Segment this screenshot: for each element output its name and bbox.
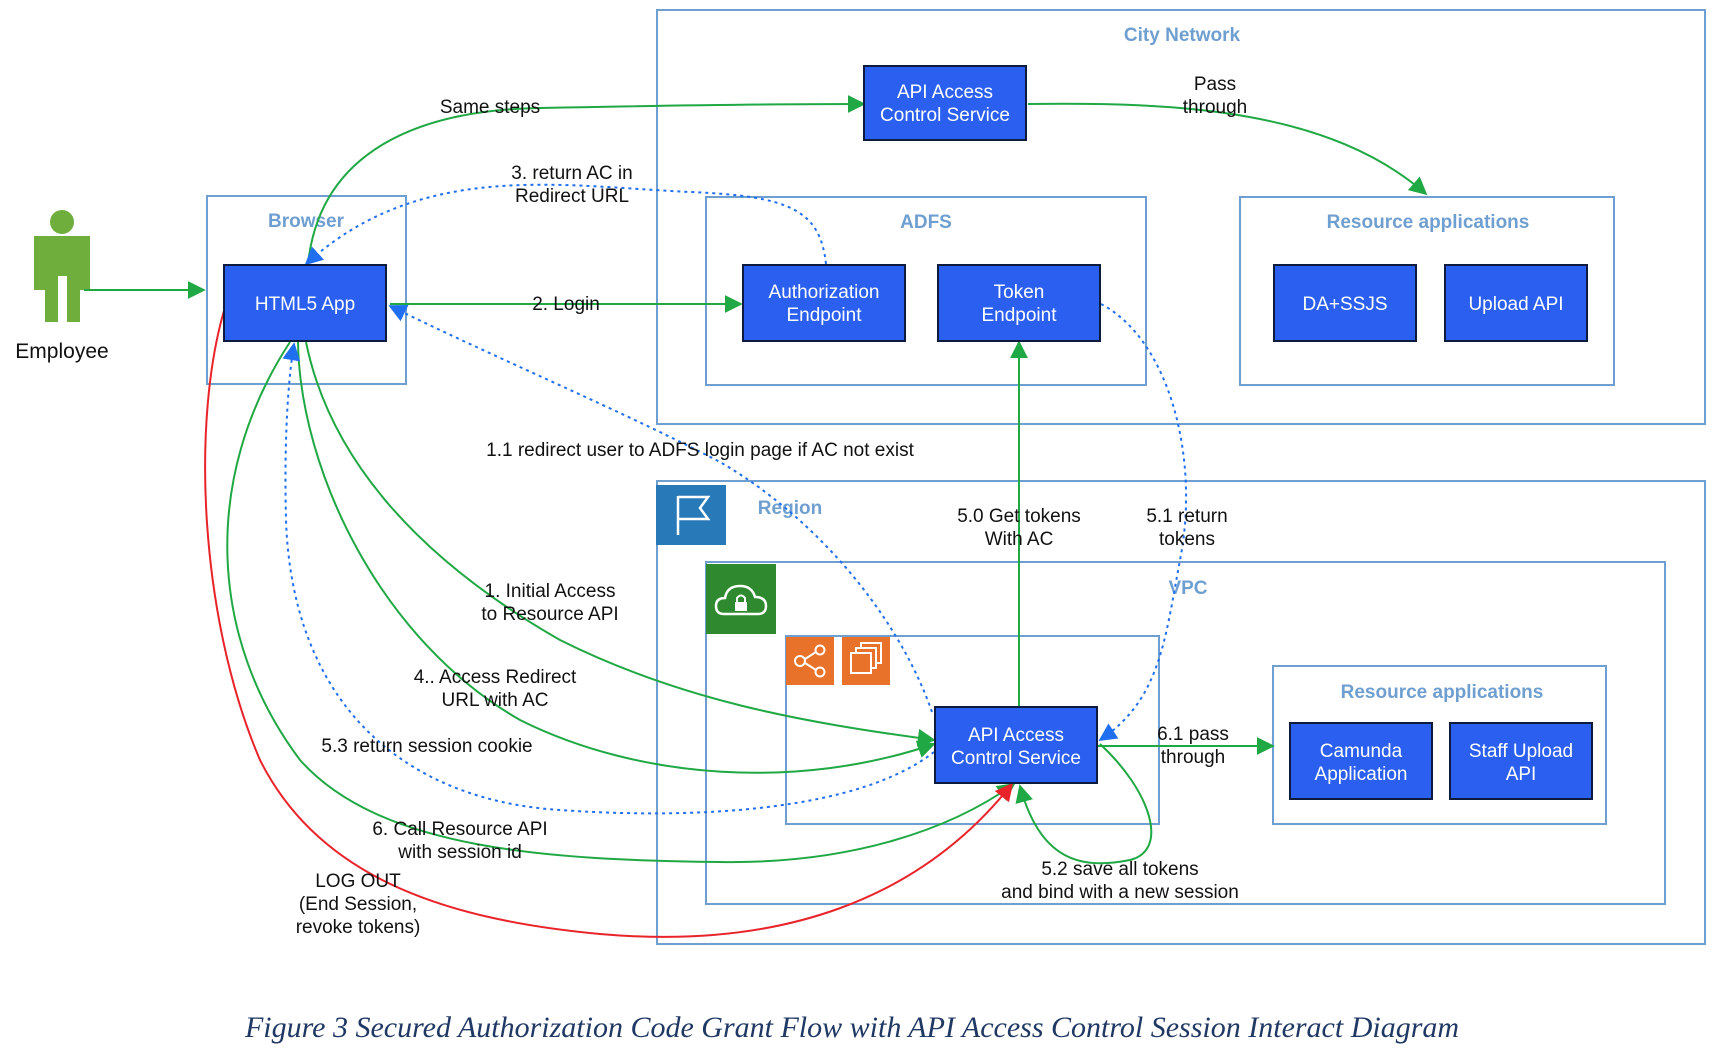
edge-label-same-steps: Same steps: [440, 97, 540, 118]
node-label: API: [1506, 764, 1537, 785]
edge-label-logout: LOG OUT (End Session, revoke tokens): [296, 871, 421, 938]
edge-return-tokens: [1098, 303, 1188, 741]
edge-label-get-tokens: 5.0 Get tokens With AC: [957, 506, 1081, 550]
share-network-icon: [786, 637, 834, 685]
edge-label-initial-access: 1. Initial Access to Resource API: [481, 581, 618, 625]
container-resource-apps-city: Resource applications: [1239, 196, 1615, 386]
edge-label-line: to Resource API: [481, 604, 618, 625]
edge-label-line: through: [1183, 97, 1247, 118]
edge-label-pass-through-61: 6.1 pass through: [1157, 724, 1229, 768]
edge-label-line: 5.2 save all tokens: [1041, 859, 1198, 880]
node-label: Upload API: [1468, 294, 1563, 315]
edge-label-line: Redirect URL: [515, 186, 629, 207]
edge-return-cookie: [282, 342, 935, 815]
edge-label-line: 5.0 Get tokens: [957, 506, 1081, 527]
edge-label-line: 1.1 redirect user to ADFS login page if …: [486, 440, 914, 461]
edge-label-line: (End Session,: [299, 894, 417, 915]
cloud-lock-icon: [706, 564, 776, 634]
edges: [84, 95, 1428, 938]
figure-caption: Figure 3 Secured Authorization Code Gran…: [244, 1011, 1459, 1044]
container-city-network: City Network: [656, 9, 1706, 425]
node-label: Authorization: [769, 282, 880, 303]
edge-access-redirect: [297, 341, 936, 774]
flag-icon: [656, 485, 726, 545]
node-label: DA+SSJS: [1302, 294, 1387, 315]
edge-label-login: 2. Login: [532, 294, 600, 315]
person-icon: [34, 210, 90, 322]
edge-label-line: 5.3 return session cookie: [321, 736, 532, 757]
node-authorization-endpoint[interactable]: Authorization Endpoint: [742, 264, 906, 342]
edge-label-line: With AC: [985, 529, 1054, 550]
container-vpc: VPC: [705, 561, 1666, 905]
edge-label-line: 1. Initial Access: [485, 581, 616, 602]
edge-label-call-resource: 6. Call Resource API with session id: [372, 819, 547, 863]
employee-label: Employee: [15, 340, 108, 363]
edge-label-line: 4.. Access Redirect: [414, 667, 577, 688]
edge-label-line: LOG OUT: [315, 871, 401, 892]
node-upload-api[interactable]: Upload API: [1444, 264, 1588, 342]
edge-label-line: Pass: [1194, 74, 1236, 95]
node-api-access-top[interactable]: API Access Control Service: [863, 65, 1027, 141]
container-title: Region: [758, 498, 822, 519]
container-title: VPC: [1168, 578, 1207, 599]
node-label: Control Service: [880, 105, 1010, 126]
edge-label-line: 5.1 return: [1146, 506, 1227, 527]
edge-label-line: through: [1161, 747, 1225, 768]
edge-label-return-cookie: 5.3 return session cookie: [321, 736, 532, 757]
node-label: Control Service: [951, 748, 1081, 769]
edge-label-line: tokens: [1159, 529, 1215, 550]
node-label: Token: [994, 282, 1045, 303]
node-label: API Access: [968, 725, 1064, 746]
edge-label-return-tokens: 5.1 return tokens: [1146, 506, 1227, 550]
container-title: Resource applications: [1327, 212, 1530, 233]
edge-label-line: 6. Call Resource API: [372, 819, 547, 840]
edge-logout: [204, 303, 1014, 938]
node-staff-upload[interactable]: Staff Upload API: [1449, 722, 1593, 800]
edge-labels: Same steps Pass through 3. return AC in …: [296, 74, 1248, 938]
edge-label-pass-through: Pass through: [1183, 74, 1247, 118]
container-title: City Network: [1124, 25, 1241, 46]
edge-label-line: with session id: [397, 842, 522, 863]
edge-label-line: and bind with a new session: [1001, 882, 1239, 903]
node-label: HTML5 App: [255, 294, 355, 315]
container-title: ADFS: [900, 212, 952, 233]
edge-label-line: 3. return AC in: [511, 163, 632, 184]
edge-initial-access: [305, 341, 936, 747]
container-browser: Browser: [206, 195, 407, 385]
edge-label-return-ac: 3. return AC in Redirect URL: [511, 163, 632, 207]
edge-label-redirect-user: 1.1 redirect user to ADFS login page if …: [486, 440, 914, 461]
container-title: Resource applications: [1341, 682, 1544, 703]
edge-pass-through: [1027, 102, 1428, 196]
edge-label-access-redirect: 4.. Access Redirect URL with AC: [414, 667, 577, 711]
node-label: Endpoint: [981, 305, 1057, 326]
node-token-endpoint[interactable]: Token Endpoint: [937, 264, 1101, 342]
edge-same-steps: [307, 95, 866, 265]
edge-label-line: Same steps: [440, 97, 540, 118]
edge-label-line: URL with AC: [442, 690, 549, 711]
node-label: Staff Upload: [1469, 741, 1573, 762]
container-title: Browser: [268, 211, 345, 232]
container-adfs: ADFS: [705, 196, 1147, 386]
edge-label-line: 2. Login: [532, 294, 600, 315]
node-html5-app[interactable]: HTML5 App: [223, 264, 387, 342]
edge-label-save-tokens: 5.2 save all tokens and bind with a new …: [1001, 859, 1239, 903]
edge-call-resource: [226, 341, 1016, 864]
edge-return-ac: [304, 183, 827, 266]
edge-label-line: revoke tokens): [296, 917, 421, 938]
node-api-access-vpc[interactable]: API Access Control Service: [934, 706, 1098, 784]
edge-label-line: 6.1 pass: [1157, 724, 1229, 745]
node-label: Application: [1315, 764, 1408, 785]
stacked-squares-icon: [842, 637, 890, 685]
node-label: Camunda: [1320, 741, 1403, 762]
node-da-ssjs[interactable]: DA+SSJS: [1273, 264, 1417, 342]
container-subnet: [785, 635, 1160, 825]
node-label: API Access: [897, 82, 993, 103]
edge-save-tokens: [1015, 743, 1153, 865]
node-label: Endpoint: [786, 305, 862, 326]
node-camunda[interactable]: Camunda Application: [1289, 722, 1433, 800]
container-region: Region: [656, 480, 1706, 945]
